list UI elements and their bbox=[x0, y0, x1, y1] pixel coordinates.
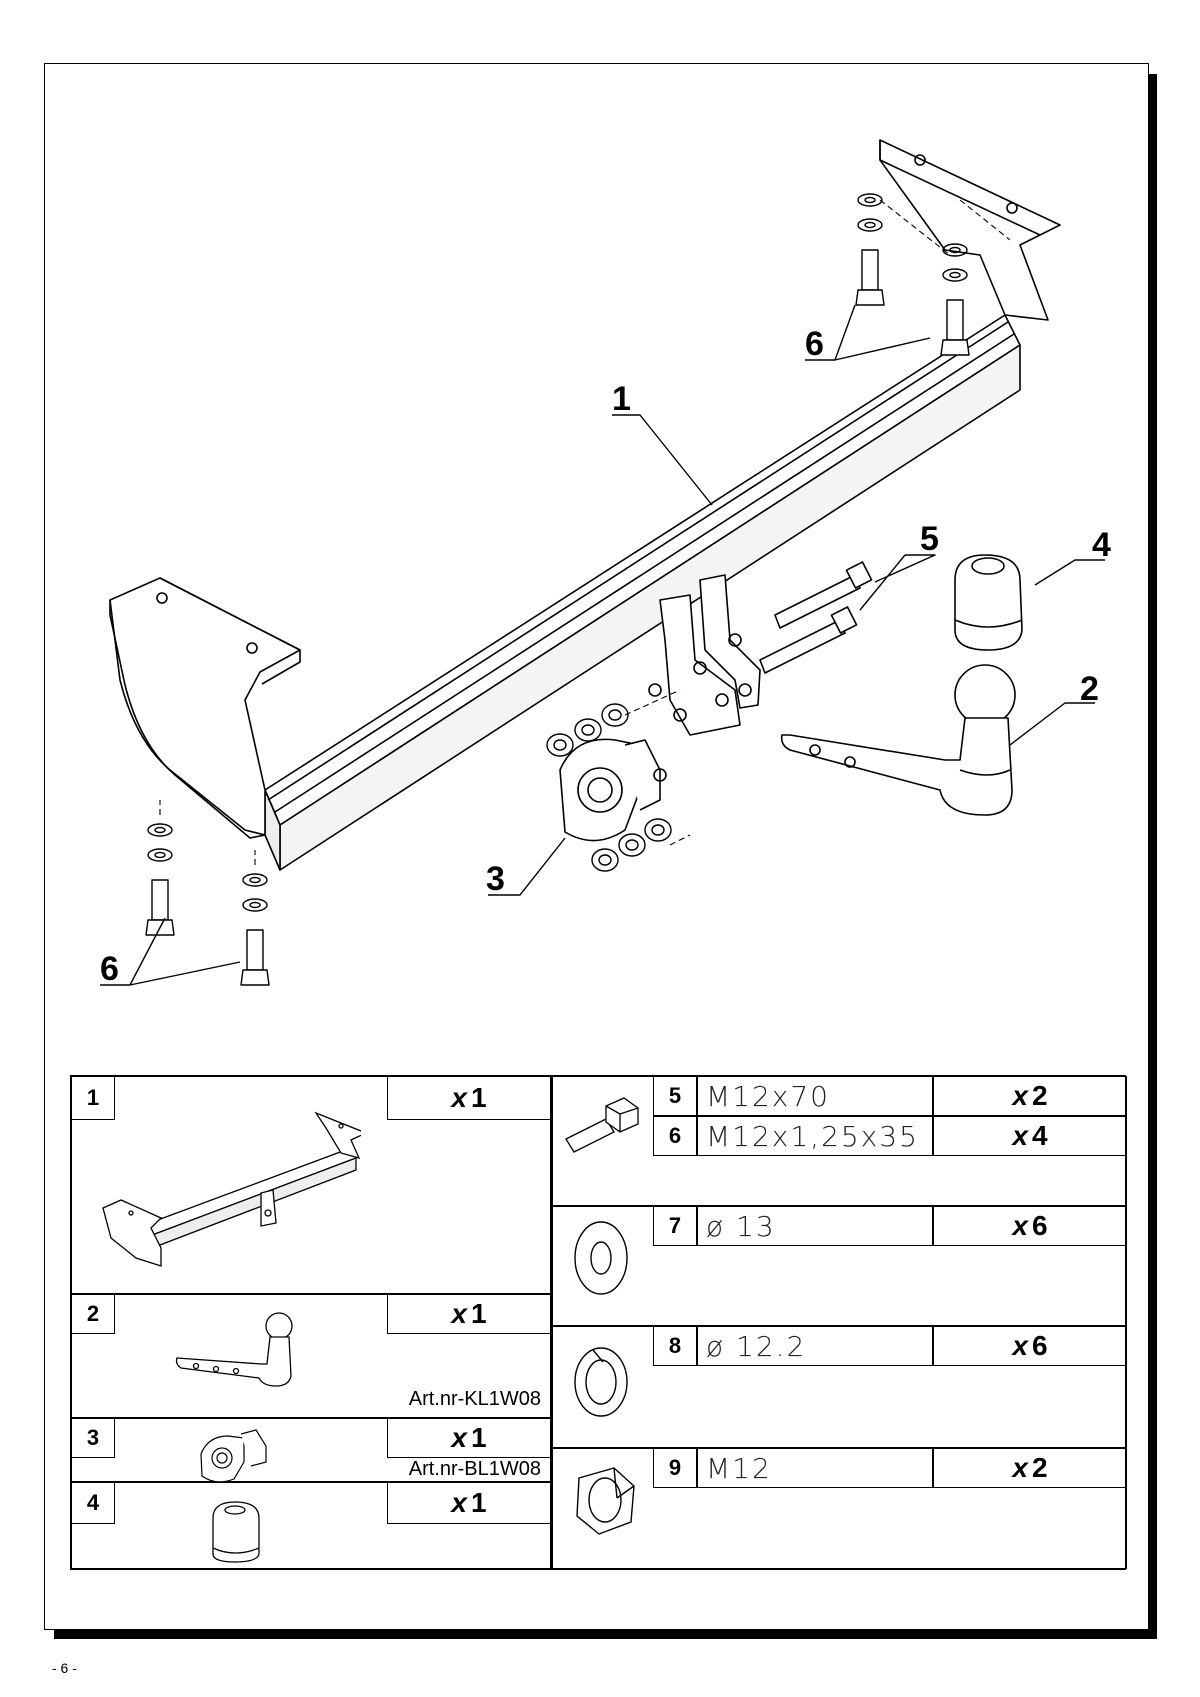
callout-2: 2 bbox=[1080, 670, 1099, 708]
hardware-spec-7: ø 13 bbox=[697, 1206, 933, 1246]
hardware-number-6: 6 bbox=[653, 1116, 697, 1156]
crossbar-thumbnail bbox=[102, 1111, 361, 1267]
ball-cover-drawing bbox=[954, 554, 1023, 651]
callout-6-right: 6 bbox=[805, 325, 824, 363]
article-number-2: Art.nr-KL1W08 bbox=[408, 1388, 541, 1410]
part-row-1 bbox=[71, 1076, 551, 1294]
part-number-4: 4 bbox=[71, 1482, 115, 1524]
part-number-3: 3 bbox=[71, 1418, 115, 1458]
hardware-number-9: 9 bbox=[653, 1448, 697, 1488]
callout-1: 1 bbox=[612, 380, 631, 418]
part-row-2 bbox=[71, 1294, 551, 1418]
left-bracket-drawing bbox=[109, 577, 301, 839]
part-number-1: 1 bbox=[71, 1076, 115, 1120]
bolts-5-drawing bbox=[759, 561, 873, 674]
hardware-spec-6: M12x1,25x35 bbox=[697, 1116, 933, 1156]
right-bolts-6-drawing bbox=[855, 193, 970, 356]
leader-lines bbox=[100, 304, 1105, 986]
socket-plate-fasteners-drawing bbox=[546, 703, 672, 872]
spring-washer-icon bbox=[574, 1347, 628, 1417]
callout-5: 5 bbox=[920, 520, 939, 558]
left-bolts-6-drawing bbox=[145, 823, 270, 986]
callout-6-left: 6 bbox=[100, 950, 119, 988]
right-bracket-drawing bbox=[879, 139, 1061, 321]
hex-nut-icon bbox=[576, 1467, 635, 1535]
hardware-spec-5: M12x70 bbox=[697, 1076, 933, 1116]
hardware-spec-8: ø 12.2 bbox=[697, 1326, 933, 1366]
tow-ball-thumbnail bbox=[175, 1312, 293, 1387]
hardware-number-8: 8 bbox=[653, 1326, 697, 1366]
page-number: - 6 - bbox=[52, 1660, 77, 1676]
tow-ball-drawing bbox=[780, 664, 1016, 816]
flat-washer-icon bbox=[574, 1221, 628, 1295]
part-row-4 bbox=[71, 1482, 551, 1569]
socket-plate-drawing bbox=[559, 738, 667, 842]
hardware-number-7: 7 bbox=[653, 1206, 697, 1246]
crossbar-drawing bbox=[264, 314, 1021, 871]
hardware-number-5: 5 bbox=[653, 1076, 697, 1116]
callout-4: 4 bbox=[1092, 526, 1111, 564]
bolt-icon bbox=[565, 1097, 639, 1153]
guide-lines bbox=[159, 199, 1011, 865]
part-number-2: 2 bbox=[71, 1294, 115, 1334]
callout-3: 3 bbox=[486, 860, 505, 898]
ball-cover-thumbnail bbox=[212, 1501, 260, 1563]
article-number-3: Art.nr-BL1W08 bbox=[408, 1458, 541, 1480]
hardware-spec-9: M12 bbox=[697, 1448, 933, 1488]
socket-plate-thumbnail bbox=[200, 1429, 267, 1483]
center-plates-drawing bbox=[648, 574, 761, 736]
